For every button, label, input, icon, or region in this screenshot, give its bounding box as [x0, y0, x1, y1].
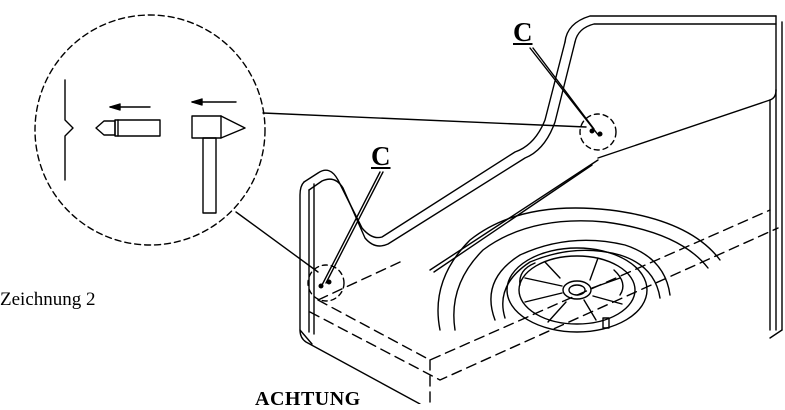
detail-circle-upper [579, 113, 617, 151]
tire-wheel-assembly [437, 207, 721, 331]
callout-leader-upper-b [529, 47, 600, 137]
arrow-left-icon [109, 98, 237, 111]
leader-line-upper [262, 112, 587, 128]
callout-label-upper: C [513, 17, 533, 47]
housing-front-post [299, 181, 421, 404]
drawing-caption: Zeichnung 2 [0, 289, 96, 310]
housing-top-rim [429, 99, 771, 273]
housing-front-dashed [309, 209, 779, 404]
leader-line-lower [235, 211, 319, 273]
callout-leader-lower-b [320, 171, 381, 288]
wheel-rim [506, 247, 648, 333]
housing-back-panel [564, 15, 783, 331]
warning-heading: ACHTUNG [255, 388, 361, 410]
detail-magnifier-circle [34, 14, 266, 246]
callout-leader-lower-a [325, 171, 384, 284]
detail-circle-lower [307, 264, 345, 302]
pin-punch-icon [95, 119, 161, 137]
hammer-icon [191, 115, 246, 214]
callout-label-lower: C [371, 141, 391, 171]
callout-leader-upper-a [532, 47, 595, 130]
housing-scoop-profile [303, 41, 576, 247]
housing-right-face [769, 89, 783, 339]
panel-edge-detail [64, 79, 74, 181]
